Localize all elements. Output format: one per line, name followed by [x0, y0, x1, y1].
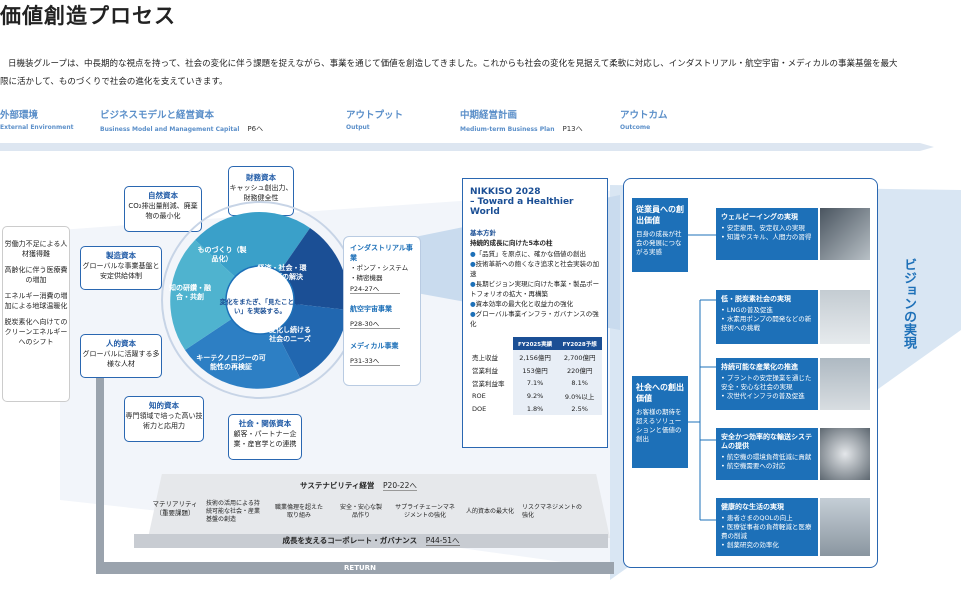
wheel-label: 知の研鑽・融合・共創 — [169, 284, 211, 301]
governance-link[interactable]: P44-51へ — [425, 536, 460, 546]
plan-tagline: – Toward a Healthier World — [470, 197, 574, 217]
materiality-item: リスクマネジメントの強化 — [522, 504, 583, 519]
output-industrial-link[interactable]: P24-27へ — [350, 283, 400, 294]
plan-policy-label: 基本方針 — [470, 229, 496, 237]
wheel-label: 経済・社会・環境課題の解決 — [257, 264, 307, 281]
return-label: RETURN — [344, 564, 376, 572]
capital-human: 人的資本グローバルに活躍する多様な人材 — [80, 334, 162, 378]
capital-social: 社会・関係資本顧客・パートナー企業・産官学との連携 — [228, 414, 302, 460]
outcome-item-wellbeing: ウェルビーイングの実現 • 安定雇用、安定収入の実現 • 知識やスキル、人間力の… — [716, 208, 818, 260]
output-medical-link[interactable]: P31-33へ — [350, 355, 400, 366]
external-item: 労働力不足による人材獲得難 — [4, 240, 68, 258]
output-medical: メディカル事業 — [350, 342, 399, 350]
wheel-segment-manufacturing — [195, 211, 310, 300]
outcome-connectors — [688, 234, 716, 521]
outcome-item-transport: 安全かつ効率的な輸送システムの提供 • 航空機の環境負荷低減に貢献 • 航空機需… — [716, 428, 818, 480]
output-aerospace: 航空宇宙事業 — [350, 305, 392, 313]
plant-photo — [820, 358, 870, 410]
kpi-header: FY2028予想 — [557, 337, 602, 350]
plan-pillar: ●「品質」を原点に、確かな価値の創出 — [470, 250, 586, 258]
materiality-item: 技術の活用による持続可能な社会・産業基盤の創造 — [206, 500, 261, 523]
plan-policy: 持続的成長に向けた5本の柱 — [470, 239, 553, 247]
capital-manufacturing: 製造資本グローバルな事業基盤と安定供給体制 — [80, 246, 162, 290]
output-industrial: インダストリアル事業 — [350, 244, 413, 262]
materiality-item: 職業倫理を超えた取り組み — [274, 504, 323, 519]
outcome-item-industry: 持続可能な産業化の推進 • プラントの安定操業を通じた安全・安心な社会の実現 •… — [716, 358, 818, 410]
governance-bar: 成長を支えるコーポレート・ガバナンス P44-51へ — [134, 534, 608, 548]
wheel-segment-knowledge — [170, 240, 260, 350]
page-title: 価値創造プロセス — [0, 4, 176, 28]
sustainability-link[interactable]: P20-22へ — [383, 481, 417, 491]
sustainability-label: サステナビリティ経営 P20-22へ — [300, 481, 417, 491]
external-item: 高齢化に伴う医療費の増加 — [4, 266, 68, 284]
materiality-item: 安全・安心な製品作り — [340, 504, 383, 519]
external-item: 脱炭素化へ向けてのクリーンエネルギーへのシフト — [4, 318, 68, 346]
output-aerospace-link[interactable]: P28-30へ — [350, 318, 400, 329]
wheel-label: ものづくり（製品化） — [197, 246, 247, 263]
outcome-society: 社会への創出価値 お客様の期待を超えるソリューションと価値の創出 — [632, 376, 688, 468]
output-box: インダストリアル事業 ・ポンプ・システム ・精密機器 P24-27へ 航空宇宙事… — [343, 236, 421, 386]
plan-pillar: ●グローバル事業インフラ・ガバナンスの強化 — [470, 310, 599, 328]
wheel-center-text: 変化をまたぎ、「見たことない」を実装する。 — [219, 298, 301, 315]
external-item: エネルギー消費の増加による地球温暖化 — [4, 292, 68, 310]
header-business: ビジネスモデルと経営資本 Business Model and Manageme… — [100, 110, 264, 133]
medical-photo — [820, 498, 870, 556]
plan-pillar: ●技術革新への飽くなき追求と社会実装の加速 — [470, 260, 600, 278]
plan-pillar: ●資本効率の最大化と収益力の強化 — [470, 300, 574, 308]
capital-intellectual: 知的資本専門領域で培った高い技術力と応用力 — [124, 396, 204, 442]
materiality-item: 人的資本の最大化 — [465, 508, 514, 515]
intro-text: 日機装グループは、中長期的な視点を持って、社会の変化に伴う課題を捉えながら、事業… — [0, 59, 898, 87]
sustainability-band — [148, 474, 610, 538]
plan-pillar: ●長期ビジョン実現に向けた事業・製品ポートフォリオの拡大・再構築 — [470, 280, 600, 298]
hydrogen-photo — [820, 290, 870, 344]
materiality-label: マテリアリティ（重要課題） — [152, 500, 198, 517]
outcome-item-decarbon: 低・脱炭素社会の実現 • LNGの普及促進 • 水素用ポンプの開発などの新技術へ… — [716, 290, 818, 344]
kpi-header: FY2025実績 — [512, 337, 558, 350]
vision-label: ビジョンの実現 — [901, 258, 916, 349]
plan-name: NIKKISO 2028 — [470, 187, 541, 197]
wheel-label: 変化し続ける社会のニーズ — [269, 326, 311, 343]
output-item: ・ポンプ・システム — [350, 264, 409, 272]
wheel-label: キーテクノロジーの可能性の再検証 — [196, 354, 266, 371]
wellbeing-photo — [820, 208, 870, 260]
aircraft-engine-photo — [820, 428, 870, 480]
outcome-item-health: 健康的な生活の実現 • 患者さまのQOLの向上 • 医療従事者の負荷軽減と医療費… — [716, 498, 818, 556]
header-band — [0, 143, 934, 151]
materiality-item: サプライチェーンマネジメントの強化 — [395, 504, 455, 519]
external-environment-box: 労働力不足による人材獲得難 高齢化に伴う医療費の増加 エネルギー消費の増加による… — [2, 226, 70, 402]
value-wheel — [161, 201, 359, 399]
plan-page-link[interactable]: P13へ — [562, 125, 583, 133]
business-page-link[interactable]: P6へ — [247, 125, 264, 133]
output-item: ・精密機器 — [350, 274, 383, 282]
outcome-employee: 従業員への創出価値 目身の成長が社会の発展につながる実感 — [632, 198, 688, 272]
plan-box: NIKKISO 2028 – Toward a Healthier World … — [462, 178, 608, 448]
